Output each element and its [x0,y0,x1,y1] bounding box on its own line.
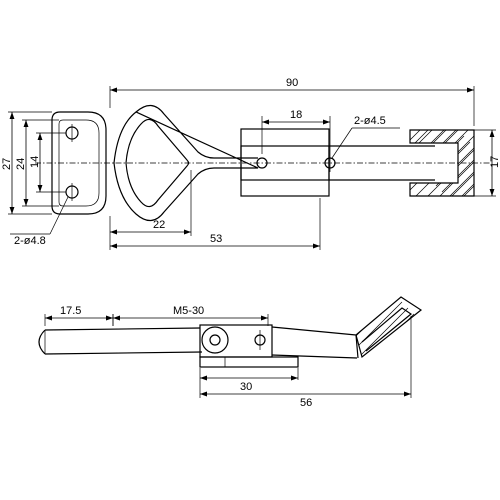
u-hook [409,129,475,197]
dim-flange-holes: 2-ø4.8 [14,235,46,247]
dim-flange-height-outer: 27 [1,158,13,170]
dim-loop-width: 22 [153,219,165,231]
dim-reach: 56 [300,397,312,409]
wire-loop-outer [113,104,259,222]
side-hook [355,296,423,359]
pivot-pin [209,334,221,346]
dim-hook-height: 17 [489,156,500,168]
side-hook-hatch [356,297,421,357]
dim-flange-height-inner: 24 [15,158,27,170]
handle-lever [38,327,203,355]
hinge-plate [240,145,330,181]
dim-hole-spacing: 18 [290,109,302,121]
dim-hinge-distance: 53 [210,233,222,245]
dim-overall-length: 90 [286,77,298,89]
wire-loop-inner [125,118,190,208]
side-view: 17.5 M5-30 30 56 [38,296,423,409]
latch-arm [271,326,359,359]
dim-bolt-range: M5-30 [173,305,204,317]
dim-flange-hole-spacing: 14 [29,156,41,168]
dim-base-length: 30 [240,381,252,393]
hook-hatch [410,130,474,196]
flange-inner-edge [58,119,100,207]
top-view: 90 18 2-ø4.5 27 24 14 2-ø4.8 2 [1,77,500,250]
dim-handle-offset: 17.5 [60,305,81,317]
dim-slot-holes: 2-ø4.5 [354,115,386,127]
hinge-body [240,128,330,197]
flange-plate [51,111,107,215]
base-plate [199,356,299,368]
pivot-boss [201,326,229,354]
